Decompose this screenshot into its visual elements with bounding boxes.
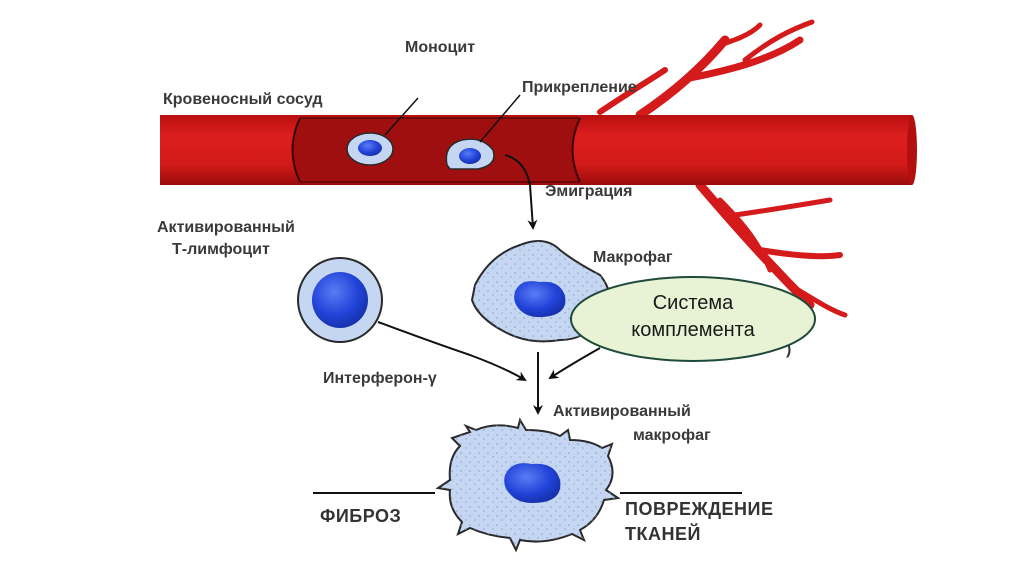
attachment-label: Прикрепление	[522, 79, 637, 96]
complement-callout-line1: Система	[653, 292, 734, 314]
tissue-damage-label-line2: ТКАНЕЙ	[625, 523, 701, 544]
complement-system-callout: Система комплемента	[570, 276, 816, 362]
emigration-arrow	[504, 154, 538, 230]
t-cell-to-activation-arrow	[377, 321, 527, 382]
hidden-text-fragment: )	[786, 341, 791, 358]
interferon-label: Интерферон-γ	[323, 370, 437, 387]
activated-t-label-line2: Т-лимфоцит	[172, 241, 270, 258]
macrophage-label: Макрофаг	[593, 249, 673, 266]
activated-macrophage-cell	[435, 417, 621, 553]
complement-to-activation-arrow	[548, 347, 601, 380]
t-lymphocyte-cell	[297, 257, 383, 343]
monocyte-cell	[346, 132, 394, 166]
attached-monocyte-cell	[445, 138, 495, 170]
tissue-damage-label-line1: ПОВРЕЖДЕНИЕ	[625, 499, 774, 519]
activated-t-label-line1: Активированный	[157, 219, 295, 236]
emigration-label: Эмиграция	[545, 183, 632, 200]
vessel-branches	[597, 19, 848, 318]
attachment-leader-line	[479, 94, 521, 143]
activated-macrophage-label-line2: макрофаг	[633, 427, 711, 444]
activated-macrophage-label-line1: Активированный	[553, 403, 691, 420]
blood-vessel	[160, 115, 917, 185]
blood-vessel-label: Кровеносный сосуд	[163, 91, 323, 108]
complement-callout-line2: комплемента	[631, 319, 755, 341]
fibrosis-label: ФИБРОЗ	[320, 506, 401, 526]
monocyte-label: Моноцит	[405, 39, 475, 56]
monocyte-leader-line	[384, 97, 419, 136]
